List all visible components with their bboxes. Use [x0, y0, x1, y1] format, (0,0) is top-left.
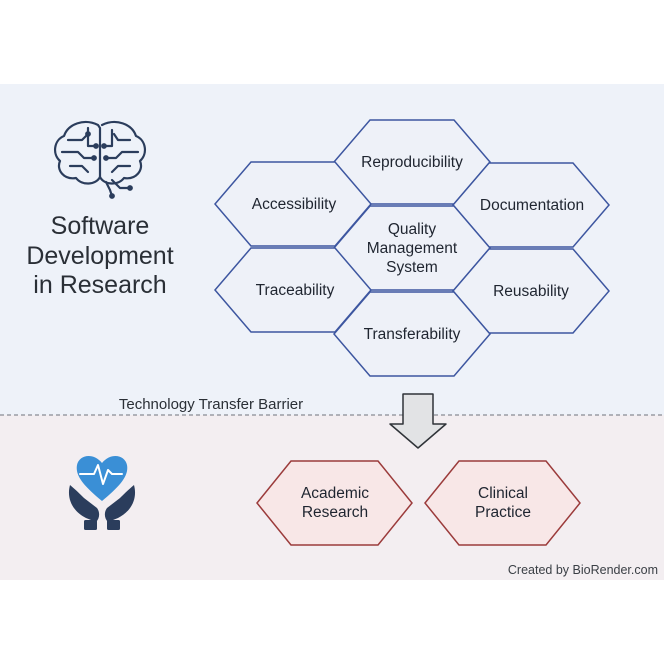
hex-label-accessibility: Accessibility	[251, 195, 337, 213]
hex-label-traceability: Traceability	[255, 281, 335, 299]
technology-transfer-barrier-label: Technology Transfer Barrier	[118, 396, 304, 413]
academic-research-label: Academic Research	[300, 485, 370, 521]
hex-academic-research	[256, 460, 413, 546]
biorender-credit: Created by BioRender.com	[507, 563, 658, 577]
diagram-title: Software Development in Research	[26, 212, 174, 299]
hex-label-transferability: Transferability	[363, 325, 461, 343]
hex-label-documentation: Documentation	[479, 196, 585, 214]
clinical-practice-label: Clinical Practice	[475, 485, 531, 521]
down-arrow-icon	[389, 393, 447, 449]
hex-clinical-practice	[424, 460, 581, 546]
hex-label-quality-management: Quality Management System	[366, 220, 458, 276]
hex-accessibility	[214, 161, 372, 247]
hex-traceability	[214, 247, 372, 333]
circuit-brain-icon	[54, 120, 146, 199]
hex-label-reproducibility: Reproducibility	[361, 153, 463, 171]
hex-label-reusability: Reusability	[493, 282, 569, 300]
heart-in-hands-icon	[68, 456, 136, 530]
hex-transferability	[333, 291, 491, 377]
